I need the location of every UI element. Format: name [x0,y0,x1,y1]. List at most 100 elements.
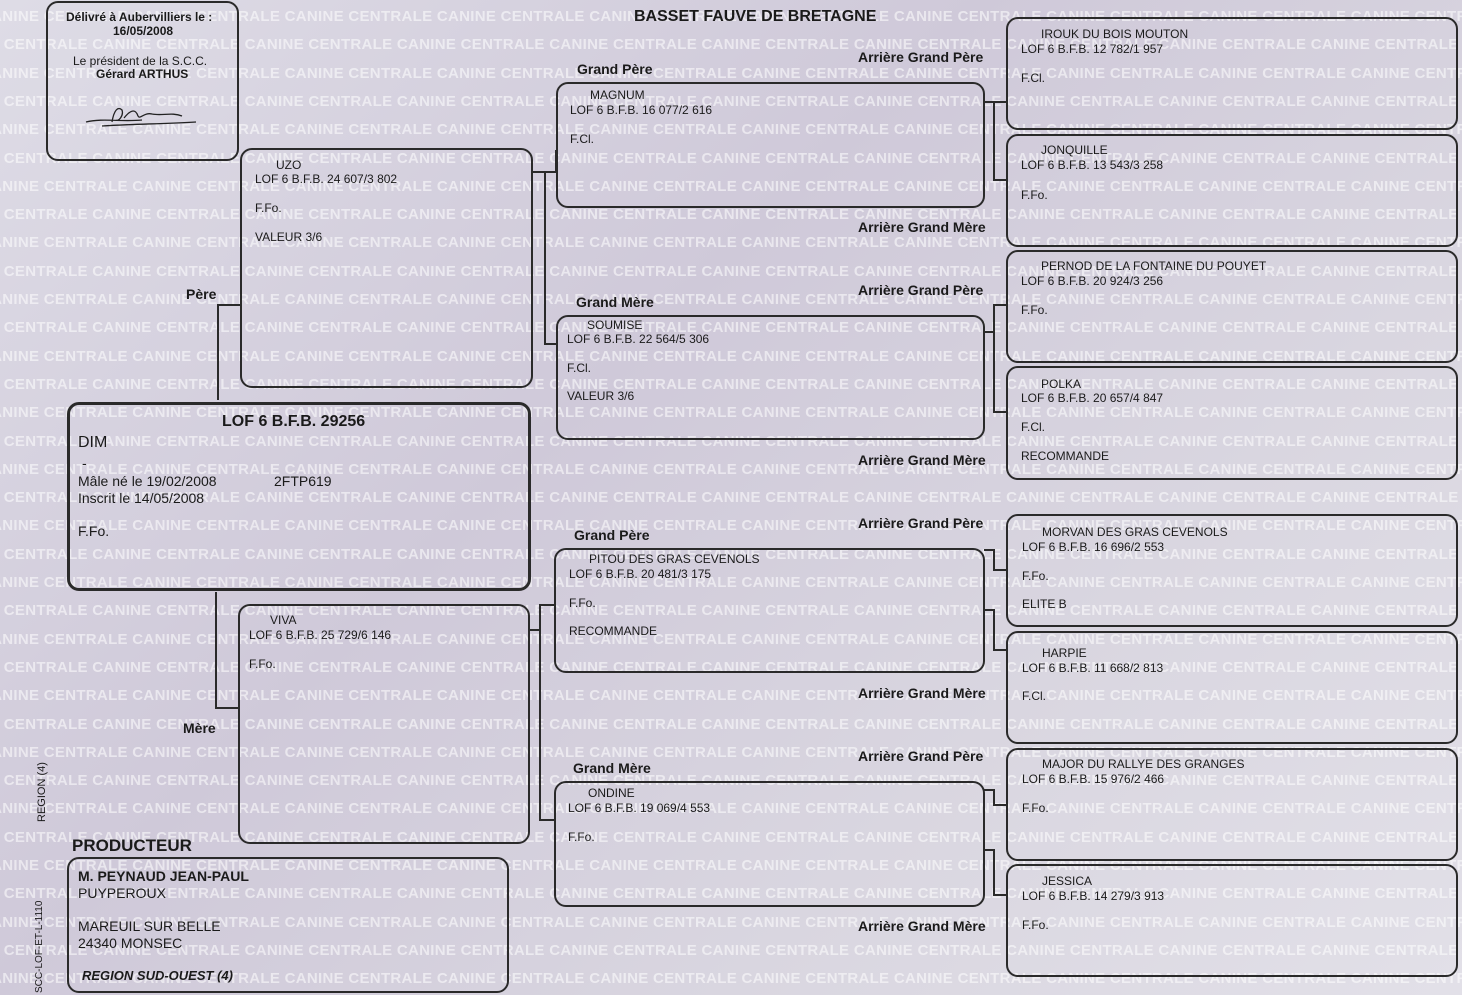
great-grandparent-box [1006,134,1458,247]
watermark-row: CANINE CENTRALE CANINE CENTRALE CANINE C… [0,687,1462,705]
watermark-row: CANINE CENTRALE CANINE CENTRALE CANINE C… [0,545,1462,563]
ggp-name: MORVAN DES GRAS CEVENOLS [1042,525,1228,539]
label-grand-mere-2: Grand Mère [573,760,651,776]
great-grandparent-box [1006,514,1458,627]
form-code: SCC-LOF-ET-L-1110 [34,900,45,993]
watermark-row: CANINE CENTRALE CANINE CENTRALE CANINE C… [0,574,1462,591]
watermark-row: CANINE CENTRALE CANINE CENTRALE CANINE C… [0,8,1462,25]
watermark-row: CANINE CENTRALE CANINE CENTRALE CANINE C… [0,92,1462,110]
watermark-row: CANINE CENTRALE CANINE CENTRALE CANINE C… [0,630,1462,648]
grandparent-lof: LOF 6 B.F.B. 19 069/4 553 [568,801,711,815]
watermark-row: CANINE CENTRALE CANINE CENTRALE CANINE C… [0,857,1462,874]
sire-color: F.Fo. [255,201,282,215]
label-agp-1: Arrière Grand Père [858,49,984,65]
grandparent-note: VALEUR 3/6 [567,389,635,403]
breed-title: BASSET FAUVE DE BRETAGNE [634,8,877,25]
ggp-name: JONQUILLE [1041,143,1108,157]
watermark-row: CANINE CENTRALE CANINE CENTRALE CANINE C… [0,206,1462,224]
grandparent-box [554,781,985,907]
great-grandparent-box [1006,864,1458,977]
ggp-lof: LOF 6 B.F.B. 13 543/3 258 [1021,158,1164,172]
grandparent-lof: LOF 6 B.F.B. 20 481/3 175 [569,567,712,581]
dog-dash: - [82,455,87,471]
label-grand-pere-2: Grand Père [574,527,650,543]
watermark-row: CANINE CENTRALE CANINE CENTRALE CANINE C… [0,262,1462,280]
dog-box [67,402,531,591]
ggp-name: IROUK DU BOIS MOUTON [1041,27,1189,41]
ggp-name: PERNOD DE LA FONTAINE DU POUYET [1041,259,1267,273]
ggp-note: ELITE B [1022,597,1067,611]
label-agm-3: Arrière Grand Mère [858,685,986,701]
dog-id: 2FTP619 [274,473,332,489]
ggp-lof: LOF 6 B.F.B. 14 279/3 913 [1022,889,1165,903]
grandparent-lof: LOF 6 B.F.B. 22 564/5 306 [567,332,710,346]
watermark-row: CANINE CENTRALE CANINE CENTRALE CANINE C… [0,800,1462,818]
watermark-row: CANINE CENTRALE CANINE CENTRALE CANINE C… [0,602,1462,620]
ggp-color: F.Cl. [1022,689,1046,703]
grandparent-name: ONDINE [588,786,635,800]
ggp-lof: LOF 6 B.F.B. 15 976/2 466 [1022,772,1165,786]
grandparent-name: SOUMISE [587,318,643,332]
ggp-color: F.Fo. [1022,801,1049,815]
signature-icon [85,107,197,127]
grandparent-box [554,548,985,673]
producer-town: MAREUIL SUR BELLE [78,918,221,934]
issue-president-name: Gérard ARTHUS [96,67,189,81]
sire-box [240,148,533,388]
grandparent-color: F.Cl. [570,132,594,146]
grandparent-lof: LOF 6 B.F.B. 16 077/2 616 [570,103,713,117]
ggp-name: MAJOR DU RALLYE DES GRANGES [1042,757,1245,771]
great-grandparent-box [1006,250,1458,363]
dog-sex-birth: Mâle né le 19/02/2008 [78,473,217,489]
dam-color: F.Fo. [249,657,276,671]
issue-president-line: Le président de la S.C.C. [73,54,208,68]
great-grandparent-box [1006,17,1458,130]
grandparent-name: MAGNUM [590,88,645,102]
watermark-row: CANINE CENTRALE CANINE CENTRALE CANINE C… [0,36,1462,54]
dog-registered: Inscrit le 14/05/2008 [78,490,205,506]
watermark-row: CANINE CENTRALE CANINE CENTRALE CANINE C… [0,319,1462,337]
ggp-color: F.Cl. [1021,420,1045,434]
watermark-row: CANINE CENTRALE CANINE CENTRALE CANINE C… [0,291,1462,308]
watermark-row: CANINE CENTRALE CANINE CENTRALE CANINE C… [0,234,1462,252]
watermark-row: CANINE CENTRALE CANINE CENTRALE CANINE C… [0,913,1462,931]
dam-box [238,604,530,844]
ggp-name: POLKA [1041,377,1082,391]
watermark-row: CANINE CENTRALE CANINE CENTRALE CANINE C… [0,489,1462,507]
watermark-row: CANINE CENTRALE CANINE CENTRALE CANINE C… [0,885,1462,903]
grandparent-box [556,82,985,208]
dog-name: DIM [78,434,108,451]
watermark-row: CANINE CENTRALE CANINE CENTRALE CANINE C… [0,828,1462,846]
watermark-row: CANINE CENTRALE CANINE CENTRALE CANINE C… [0,375,1462,393]
sire-note: VALEUR 3/6 [255,230,323,244]
issue-box [46,1,239,161]
dog-lof: LOF 6 B.F.B. 29256 [222,413,366,430]
sire-name: UZO [276,158,302,172]
ggp-lof: LOF 6 B.F.B. 20 657/4 847 [1021,391,1164,405]
ggp-color: F.Fo. [1022,918,1049,932]
sire-lof: LOF 6 B.F.B. 24 607/3 802 [255,172,398,186]
watermark-row: CANINE CENTRALE CANINE CENTRALE CANINE C… [0,404,1462,422]
side-region: REGION (4) [36,762,48,822]
great-grandparent-box [1006,366,1458,480]
watermark-row: CANINE CENTRALE CANINE CENTRALE CANINE C… [0,658,1462,676]
watermark-row: CANINE CENTRALE CANINE CENTRALE CANINE C… [0,715,1462,733]
ggp-color: F.Fo. [1021,303,1048,317]
watermark-row: CANINE CENTRALE CANINE CENTRALE CANINE C… [0,941,1462,959]
label-agp-2: Arrière Grand Père [858,282,984,298]
dam-name: VIVA [270,613,297,627]
ggp-color: F.Cl. [1021,71,1045,85]
watermark-row: CANINE CENTRALE CANINE CENTRALE CANINE C… [0,970,1462,988]
producer-title: PRODUCTEUR [72,836,192,855]
grandparent-note: RECOMMANDE [569,624,658,638]
watermark-row: CANINE CENTRALE CANINE CENTRALE CANINE C… [0,517,1462,535]
watermark-row: CANINE CENTRALE CANINE CENTRALE CANINE C… [0,149,1462,167]
watermark-row: CANINE CENTRALE CANINE CENTRALE CANINE C… [0,347,1462,365]
great-grandparent-box [1006,748,1458,861]
grandparent-color: F.Cl. [567,361,591,375]
label-grand-mere-1: Grand Mère [576,294,654,310]
watermark-row: CANINE CENTRALE CANINE CENTRALE CANINE C… [0,121,1462,139]
watermark-row: CANINE CENTRALE CANINE CENTRALE CANINE C… [0,772,1462,790]
ggp-color: F.Fo. [1021,188,1048,202]
ggp-name: JESSICA [1042,874,1093,888]
